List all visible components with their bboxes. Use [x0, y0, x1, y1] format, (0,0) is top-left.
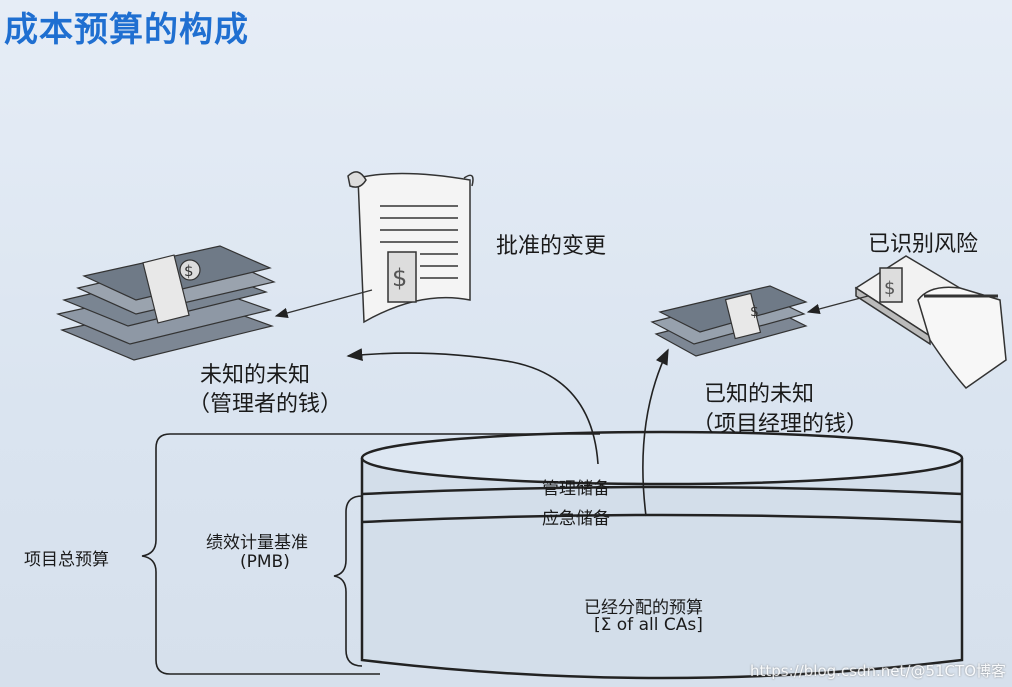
allocated-budget-label: 已经分配的预算 [584, 598, 703, 618]
known-unknowns-label: 已知的未知 [704, 382, 815, 407]
svg-text:$: $ [392, 264, 407, 292]
money-pile-small-icon: $ [650, 285, 808, 357]
arrow-contingency-reserve [642, 348, 669, 517]
identified-risks-label: 已识别风险 [868, 232, 979, 257]
pmb-brace [333, 495, 363, 667]
svg-text:$: $ [184, 262, 194, 280]
pmb-label: 绩效计量基准 [206, 533, 308, 553]
approved-changes-label: 批准的变更 [496, 234, 607, 259]
allocated-budget-formula-label: [Σ of all CAs] [594, 615, 703, 635]
contingency-reserve-label: 应急储备 [542, 509, 610, 529]
scroll-document-icon: $ [347, 171, 474, 324]
svg-text:$: $ [750, 304, 759, 320]
project-budget-brace [141, 433, 600, 675]
arrow-scroll-to-money [274, 289, 373, 318]
arrow-risk-to-money [806, 295, 869, 315]
hand-writing-icon: $ [854, 255, 1007, 389]
unknown-unknowns-label: 未知的未知 [200, 363, 311, 388]
svg-text:$: $ [884, 278, 895, 299]
managers-money-label: （管理者的钱） [188, 392, 343, 417]
project-budget-label: 项目总预算 [24, 550, 109, 570]
management-reserve-label: 管理储备 [542, 479, 610, 499]
arrow-management-reserve [346, 348, 599, 465]
watermark: https://blog.csdn.net/@51CTO博客 [750, 662, 1006, 680]
page-title: 成本预算的构成 [4, 10, 249, 50]
money-pile-large-icon: $ [56, 245, 276, 361]
pm-money-label: （项目经理的钱） [692, 412, 869, 437]
budget-cylinder [360, 430, 964, 680]
pmb-abbrev-label: (PMB) [240, 552, 290, 572]
